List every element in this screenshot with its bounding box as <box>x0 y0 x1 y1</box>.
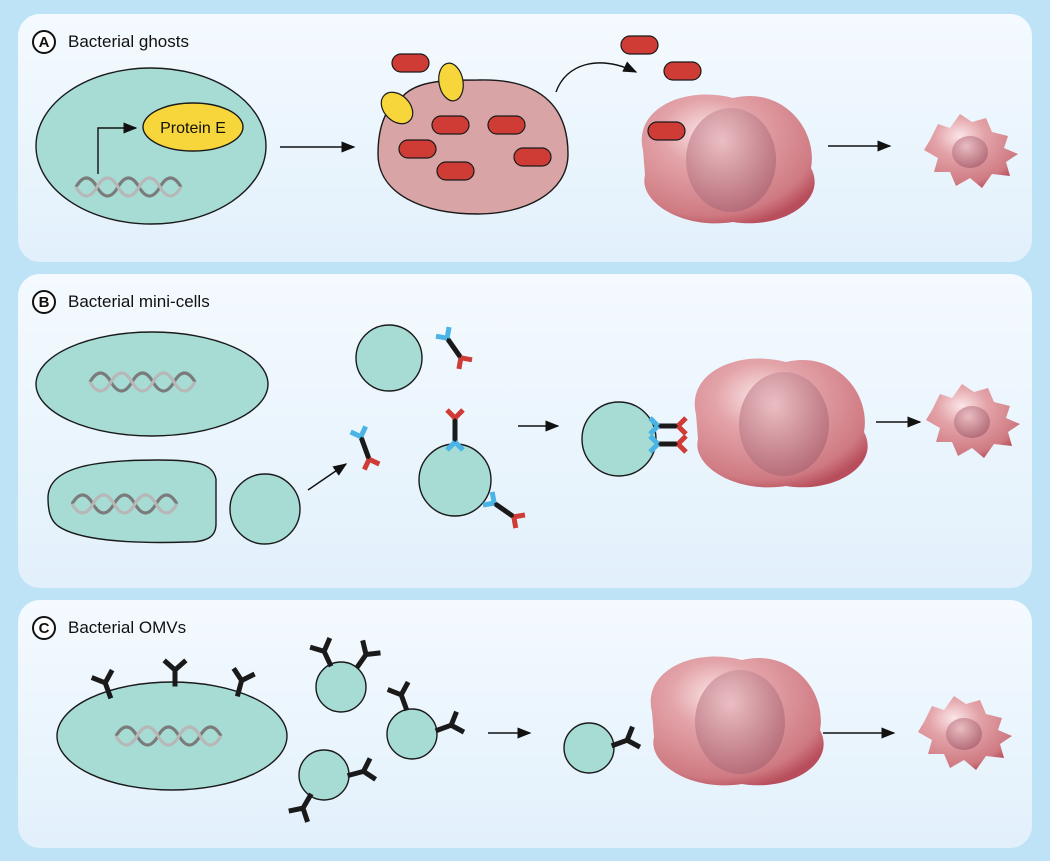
apoptotic-cell-icon <box>924 114 1018 188</box>
drug-cargo <box>398 139 437 159</box>
panel-c-title: Bacterial OMVs <box>68 618 187 637</box>
drug-cargo <box>391 53 430 73</box>
panel-a-badge: A <box>32 30 56 54</box>
antibody-icon <box>390 684 414 711</box>
antibody-icon <box>435 714 462 738</box>
host-cell-icon <box>650 656 824 786</box>
panel-b-badge: B <box>32 290 56 314</box>
bacterial-ghost <box>377 79 569 215</box>
panel-c-header: C Bacterial OMVs <box>32 616 186 640</box>
protein-e-pore <box>438 62 464 102</box>
outer-membrane-vesicle <box>386 708 438 760</box>
panel-bacterial-ghosts: A Bacterial ghosts Protein E <box>18 14 1032 262</box>
mini-cell <box>355 324 423 392</box>
panel-a-header: A Bacterial ghosts <box>32 30 189 54</box>
drug-cargo <box>487 115 526 135</box>
bispecific-antibody-icon <box>445 408 465 452</box>
panel-bacterial-omvs: C Bacterial OMVs <box>18 600 1032 848</box>
panel-b-title: Bacterial mini-cells <box>68 292 210 311</box>
mini-cell <box>418 443 492 517</box>
mini-cell <box>581 401 657 477</box>
outer-membrane-vesicle <box>563 722 615 774</box>
bispecific-antibody-icon <box>435 326 473 370</box>
protein-e-label: Protein E <box>160 120 226 137</box>
antibody-icon <box>348 761 374 784</box>
panel-a-illustration: Protein E <box>35 35 1018 225</box>
mini-cell <box>229 473 301 545</box>
arrow-icon <box>307 463 348 491</box>
antibody-icon <box>166 662 184 684</box>
transcription-arrow-icon <box>97 122 138 174</box>
panel-c-illustration <box>56 600 1012 848</box>
host-cell-icon <box>641 94 815 224</box>
antibody-icon <box>611 729 638 753</box>
release-arrow-icon <box>555 61 638 93</box>
outer-membrane-vesicle <box>298 749 350 801</box>
panel-b-header: B Bacterial mini-cells <box>32 290 210 314</box>
protein-e-pore <box>380 91 414 125</box>
drug-cargo <box>663 61 702 81</box>
bispecific-antibody-icon <box>648 434 688 454</box>
panel-c-badge: C <box>32 616 56 640</box>
bispecific-antibody-icon <box>349 425 381 471</box>
host-cell-icon <box>694 358 868 488</box>
apoptotic-cell-icon <box>926 384 1020 458</box>
outer-membrane-vesicle <box>315 661 367 713</box>
protein-e-ellipse <box>142 102 244 152</box>
panel-b-illustration <box>35 324 1020 545</box>
drug-cargo <box>431 115 470 135</box>
drug-cargo <box>513 147 552 167</box>
drug-cargo <box>436 161 475 181</box>
bispecific-antibody-icon <box>482 491 526 529</box>
drug-cargo <box>647 121 686 141</box>
panel-bacterial-mini-cells: B Bacterial mini-cells <box>18 274 1032 588</box>
drug-cargo <box>620 35 659 55</box>
bispecific-antibody-icon <box>648 416 688 436</box>
drug-cargo-group <box>391 35 702 181</box>
panel-a-title: Bacterial ghosts <box>68 32 189 51</box>
bacterium-cell <box>56 681 288 791</box>
bacterium-cell <box>35 67 267 225</box>
apoptotic-cell-icon <box>918 696 1012 770</box>
